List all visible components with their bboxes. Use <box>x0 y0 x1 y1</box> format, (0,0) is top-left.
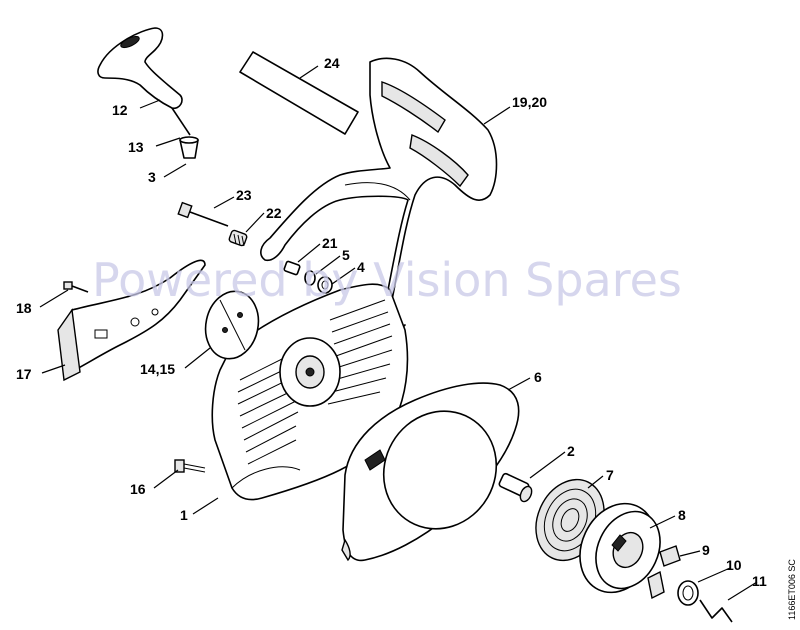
watermark: Powered by Vision Spares <box>92 253 682 307</box>
callout-13: 13 <box>128 139 144 155</box>
callouts: 24 19,20 12 13 3 23 22 21 5 4 18 17 14,1… <box>16 55 767 589</box>
callout-14-15: 14,15 <box>140 361 175 377</box>
callout-6: 6 <box>534 369 542 385</box>
callout-17: 17 <box>16 366 32 382</box>
callout-18: 18 <box>16 300 32 316</box>
part-23-bolt <box>177 201 229 227</box>
part-6-cover <box>341 382 520 562</box>
part-12-starter-grip <box>97 27 191 136</box>
callout-19-20: 19,20 <box>512 94 547 110</box>
part-21-sleeve <box>283 260 301 276</box>
callout-5: 5 <box>342 247 350 263</box>
part-18-screw <box>63 281 89 293</box>
callout-9: 9 <box>702 542 710 558</box>
part-14-15-disc <box>204 290 260 360</box>
part-10-washer <box>677 580 699 606</box>
callout-21: 21 <box>322 235 338 251</box>
part-4-ring <box>317 276 333 294</box>
callout-1: 1 <box>180 507 188 523</box>
part-16-screw <box>174 459 206 473</box>
part-22-spring <box>228 229 248 247</box>
callout-11: 11 <box>752 573 767 589</box>
part-17-bracket-plate <box>57 259 206 382</box>
callout-7: 7 <box>606 467 614 483</box>
callout-8: 8 <box>678 507 686 523</box>
callout-16: 16 <box>130 481 146 497</box>
callout-4: 4 <box>357 259 365 275</box>
callout-10: 10 <box>726 557 742 573</box>
part-24-decal <box>239 51 359 135</box>
callout-3: 3 <box>148 169 156 185</box>
callout-2: 2 <box>567 443 575 459</box>
part-13-grommet <box>179 136 199 159</box>
diagram-reference: 1166ET006 SC <box>787 559 797 620</box>
part-2-shaft <box>498 472 533 503</box>
part-8-rope-rotor <box>579 502 661 594</box>
part-11-spring-clip <box>699 599 733 623</box>
callout-22: 22 <box>266 205 282 221</box>
callout-23: 23 <box>236 187 252 203</box>
part-5-washer <box>304 270 316 286</box>
callout-24: 24 <box>324 55 340 71</box>
leader-lines <box>39 65 758 601</box>
part-9-pawl <box>647 545 681 600</box>
callout-12: 12 <box>112 102 128 118</box>
